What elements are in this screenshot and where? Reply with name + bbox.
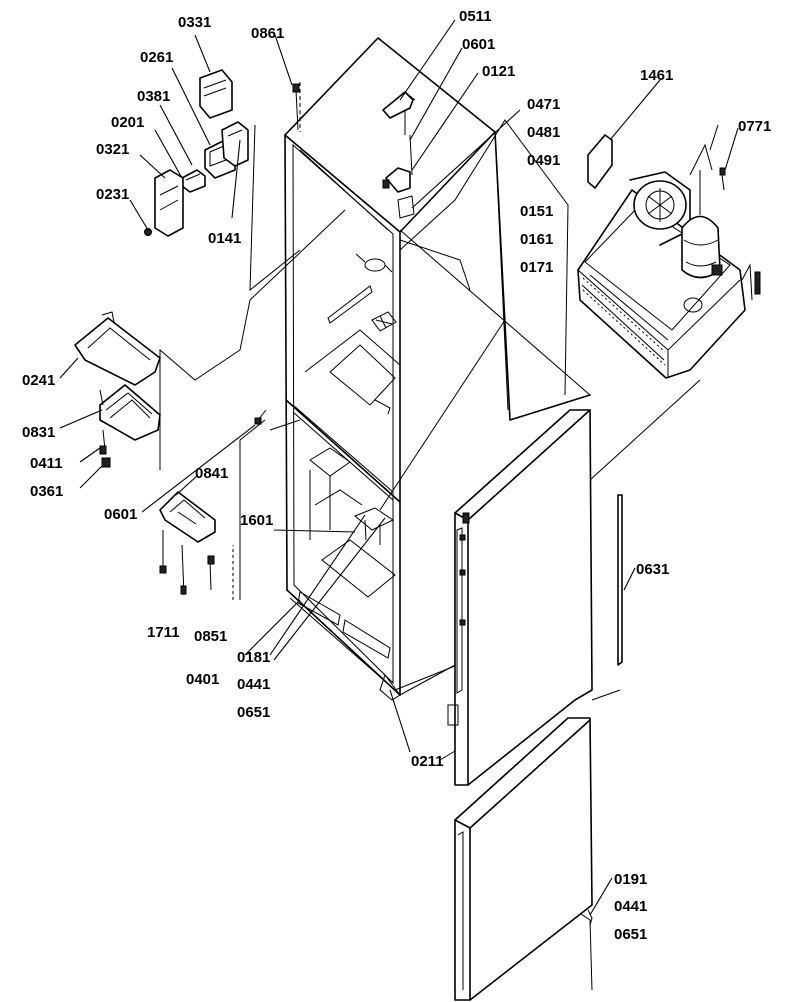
label-0441-a: 0441 <box>237 676 270 693</box>
guide-lines <box>159 82 701 991</box>
label-0441-b: 0441 <box>614 898 647 915</box>
label-0861: 0861 <box>251 25 284 42</box>
label-0851: 0851 <box>194 628 227 645</box>
label-0411: 0411 <box>30 455 63 472</box>
label-0511: 0511 <box>459 8 492 25</box>
label-0141: 0141 <box>208 230 241 247</box>
label-0161: 0161 <box>520 231 553 248</box>
label-0321: 0321 <box>96 141 129 158</box>
label-0841: 0841 <box>195 465 228 482</box>
label-0191: 0191 <box>614 871 647 888</box>
label-0151: 0151 <box>520 203 553 220</box>
label-0401: 0401 <box>186 671 219 688</box>
lower-door <box>454 717 593 1001</box>
label-0471: 0471 <box>527 96 560 113</box>
leader-lines <box>59 19 739 916</box>
label-0361: 0361 <box>30 483 63 500</box>
upper-door <box>447 409 593 786</box>
label-0601-left: 0601 <box>104 506 137 523</box>
label-0381: 0381 <box>137 88 170 105</box>
label-0121: 0121 <box>482 63 515 80</box>
label-0241: 0241 <box>22 372 55 389</box>
label-0261: 0261 <box>140 49 173 66</box>
label-0651-b: 0651 <box>614 926 647 943</box>
top-hinge-parts <box>292 83 416 219</box>
label-0211: 0211 <box>411 753 444 770</box>
label-0771: 0771 <box>738 118 771 135</box>
label-0601-top: 0601 <box>462 36 495 53</box>
label-0231: 0231 <box>96 186 129 203</box>
label-0831: 0831 <box>22 424 55 441</box>
cabinet-body <box>284 37 591 701</box>
label-0181: 0181 <box>237 649 270 666</box>
label-0481: 0481 <box>527 124 560 141</box>
screw <box>721 174 725 191</box>
rear-cover-panel <box>587 134 613 189</box>
label-0171: 0171 <box>520 259 553 276</box>
machine-compartment <box>577 124 761 379</box>
label-0331: 0331 <box>178 14 211 31</box>
label-0651-a: 0651 <box>237 704 270 721</box>
label-0201: 0201 <box>111 114 144 131</box>
label-1461: 1461 <box>640 67 673 84</box>
lower-bracket <box>159 409 267 596</box>
label-1711: 1711 <box>147 624 180 641</box>
door-gasket <box>617 494 623 666</box>
label-1601: 1601 <box>240 512 273 529</box>
control-housing-parts <box>144 69 249 237</box>
evaporator-brackets <box>74 311 161 468</box>
label-0491: 0491 <box>527 152 560 169</box>
label-0631: 0631 <box>636 561 669 578</box>
